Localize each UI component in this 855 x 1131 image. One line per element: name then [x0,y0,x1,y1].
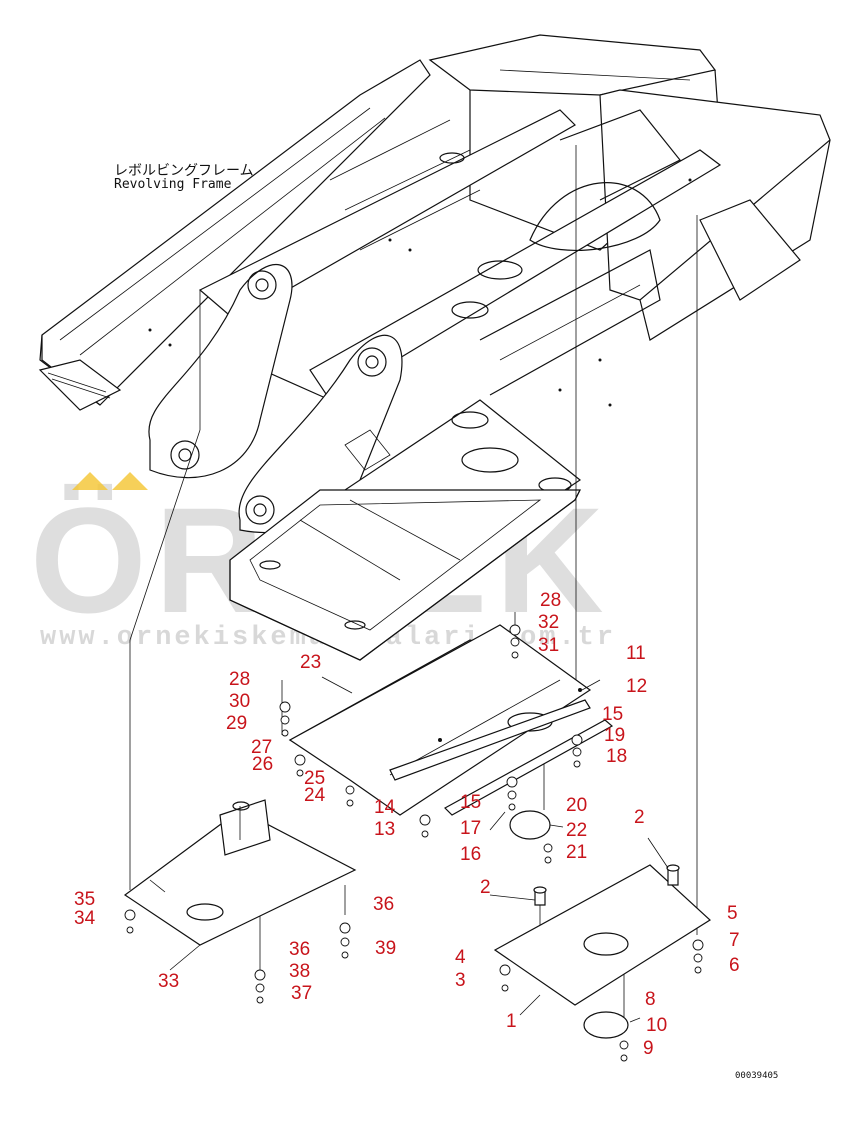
reference-lines [129,145,698,1020]
frame-label-english: Revolving Frame [114,177,232,192]
left-step [38,359,122,411]
boom-bracket-left [148,263,293,479]
callout-39: 39 [375,938,396,959]
frame-bolt-dots [148,178,692,407]
part-33-left-plate [123,799,357,946]
callout-numbers: 28 32 31 23 11 12 28 30 29 27 26 25 24 1… [74,590,740,1059]
callout-15: 15 [460,792,481,813]
callout-37: 37 [291,983,312,1004]
callout-26: 26 [252,754,273,775]
callout-6: 6 [729,955,740,976]
leader-lines [169,676,669,1023]
left-deck [39,59,431,406]
callout-23: 23 [300,652,321,673]
callout-29: 29 [226,713,247,734]
callout-36: 36 [289,939,310,960]
callout-28: 28 [540,590,561,611]
callout-2: 2 [480,877,491,898]
callout-31: 31 [538,635,559,656]
callout-4: 4 [455,947,466,968]
callout-2: 2 [634,807,645,828]
right-box [699,199,801,301]
callout-38: 38 [289,961,310,982]
callout-1: 1 [506,1011,517,1032]
callout-34: 34 [74,908,96,929]
callout-12: 12 [626,676,647,697]
part-20-cap [509,810,551,840]
callout-27: 27 [251,737,272,758]
callout-36: 36 [373,894,394,915]
callout-33: 33 [158,971,179,992]
callout-13: 13 [374,819,395,840]
callout-19: 19 [604,725,625,746]
callout-32: 32 [538,612,559,633]
callout-18: 18 [606,746,627,767]
frame-label-japanese: レボルビングフレーム [114,163,254,179]
callout-25: 25 [304,768,325,789]
callout-28: 28 [229,669,250,690]
callout-15: 15 [602,704,623,725]
watermark-accent-right [112,472,148,490]
part-2-studs [533,864,680,906]
callout-14: 14 [374,797,396,818]
revolving-frame-drawing [38,34,831,661]
part-1-right-plate [493,864,711,1039]
part-12-strip [389,699,614,816]
callout-8: 8 [645,989,656,1010]
callout-16: 16 [460,844,481,865]
callout-11: 11 [626,643,646,664]
callout-10: 10 [646,1015,667,1036]
callout-24: 24 [304,785,326,806]
fasteners [124,624,704,1062]
callout-7: 7 [729,930,740,951]
drawing-code: 00039405 [735,1071,778,1081]
callout-20: 20 [566,795,587,816]
callout-22: 22 [566,820,587,841]
top-rear-plate [428,34,717,96]
callout-5: 5 [727,903,738,924]
callout-17: 17 [460,818,481,839]
callout-21: 21 [566,842,587,863]
callout-30: 30 [229,691,250,712]
watermark-accent-left [72,472,108,490]
callout-9: 9 [643,1038,654,1059]
callout-35: 35 [74,889,95,910]
boom-beam-left [198,109,576,321]
callout-3: 3 [455,970,466,991]
boom-beam-right [309,149,722,401]
